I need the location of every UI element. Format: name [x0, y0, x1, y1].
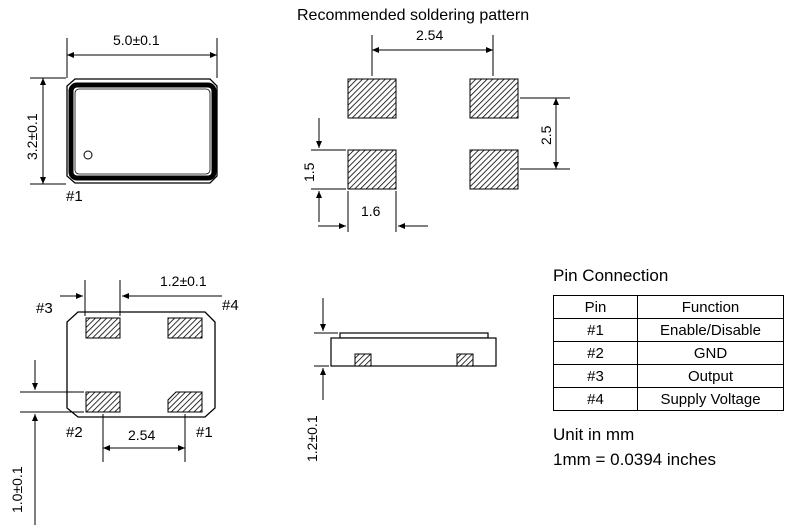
top-view: 5.0±0.1 3.2±0.1 #1: [24, 32, 218, 205]
unit-note: Unit in mm: [553, 425, 635, 444]
bottom-pin4-label: #4: [222, 297, 239, 314]
bottom-pin3-label: #3: [36, 300, 53, 317]
side-lid: [339, 332, 489, 339]
pad-height-dim: 1.5: [301, 162, 317, 182]
bottom-view: 1.2±0.1 #3 #4 1.0±0.1 #2 #1 2.54: [9, 273, 239, 525]
bottom-pad-1: [167, 391, 203, 413]
column-header-function: Function: [637, 295, 784, 319]
function-cell: Enable/Disable: [637, 318, 784, 342]
pin-cell: #4: [553, 387, 638, 411]
function-cell: Output: [637, 364, 784, 388]
pin-connection-table: Pin Function #1 Enable/Disable #2 GND #3…: [553, 295, 784, 411]
side-pad-right: [456, 353, 474, 367]
table-header-row: Pin Function: [553, 295, 784, 319]
pin-cell: #1: [553, 318, 638, 342]
side-pad-left: [354, 353, 372, 367]
function-cell: GND: [637, 341, 784, 365]
side-height-dim: 1.2±0.1: [304, 415, 320, 462]
pad-pitch-y: 2.5: [538, 125, 554, 145]
bottom-pad-3: [85, 317, 121, 339]
top-height-dim: 3.2±0.1: [24, 113, 40, 160]
pad-top-left: [347, 78, 397, 119]
table-row: #2 GND: [553, 341, 784, 365]
top-pin1-label: #1: [66, 188, 83, 205]
table-row: #3 Output: [553, 364, 784, 388]
pad-pitch-x: 2.54: [416, 27, 443, 43]
column-header-pin: Pin: [553, 295, 638, 319]
package-lid: [68, 82, 217, 181]
table-row: #4 Supply Voltage: [553, 387, 784, 411]
bottom-edge-dim: 1.0±0.1: [9, 466, 25, 513]
bottom-pad-dim: 1.2±0.1: [160, 273, 207, 289]
table-row: #1 Enable/Disable: [553, 318, 784, 342]
pin-cell: #3: [553, 364, 638, 388]
package-outline: [66, 78, 218, 184]
soldering-pattern: 2.54 2.5 1.5 1.6: [301, 27, 570, 232]
bottom-pad-2: [85, 391, 121, 413]
bottom-pin2-label: #2: [66, 424, 83, 441]
side-view: 1.2±0.1: [304, 298, 497, 462]
function-cell: Supply Voltage: [637, 387, 784, 411]
bottom-pad-4: [167, 317, 203, 339]
pad-bottom-right: [469, 149, 519, 190]
bottom-pin1-label: #1: [196, 424, 213, 441]
pin1-marker-icon: [83, 150, 93, 160]
pad-width-dim: 1.6: [361, 203, 381, 219]
pin-connection-heading: Pin Connection: [553, 266, 669, 285]
bottom-package-outline: [66, 311, 216, 418]
pad-top-right: [469, 78, 519, 119]
soldering-pattern-title: Recommended soldering pattern: [297, 7, 529, 24]
top-width-dim: 5.0±0.1: [113, 32, 160, 48]
bottom-pitch-dim: 2.54: [128, 427, 155, 443]
pad-bottom-left: [347, 149, 397, 190]
conversion-note: 1mm = 0.0394 inches: [553, 450, 717, 469]
pin-cell: #2: [553, 341, 638, 365]
